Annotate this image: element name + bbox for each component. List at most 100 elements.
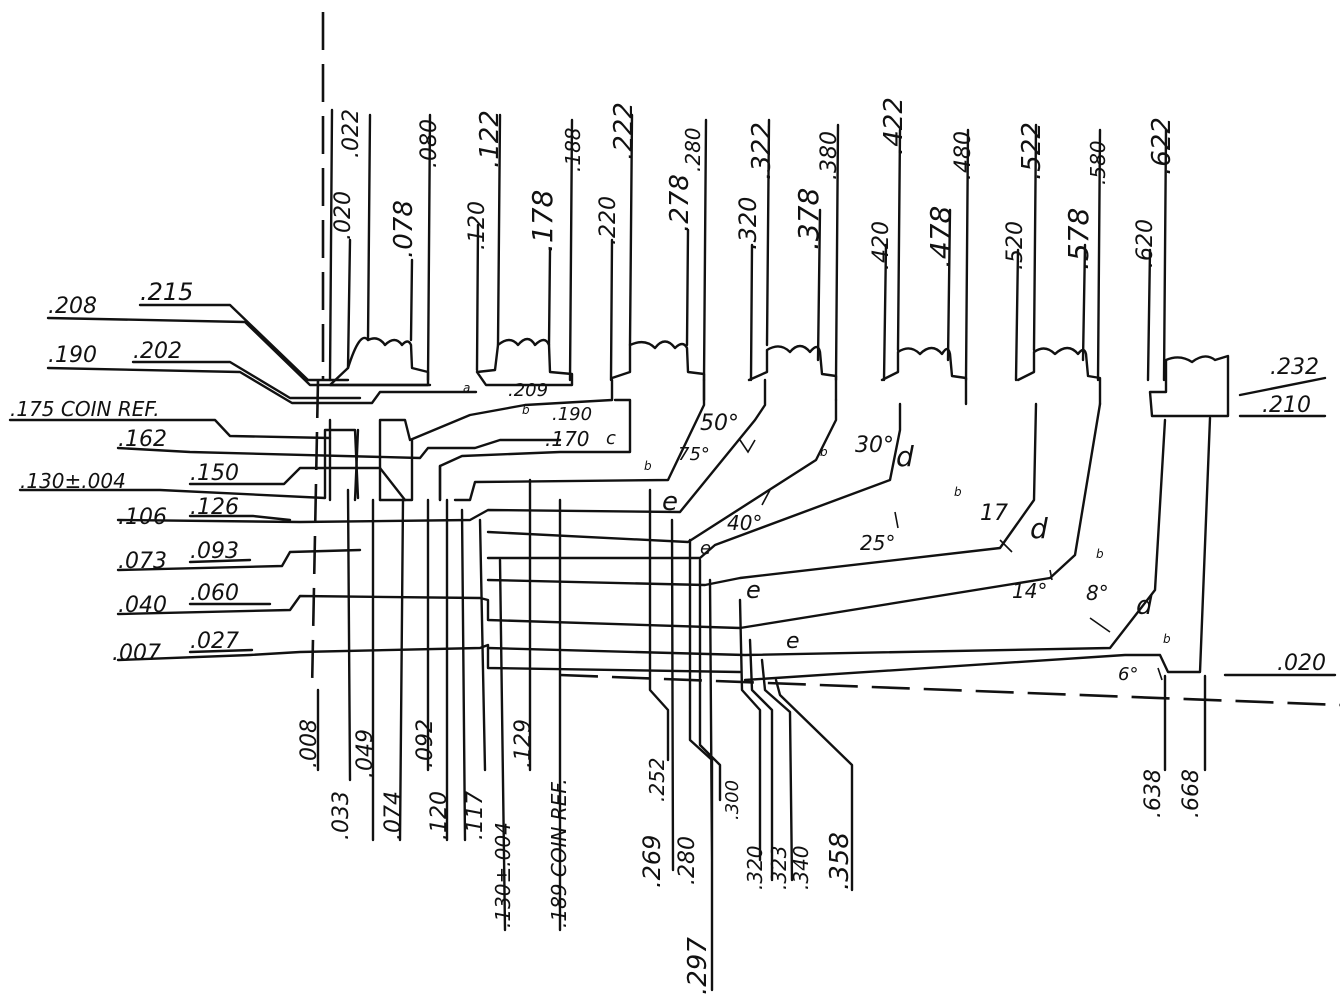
angle-label: 50°	[700, 411, 739, 436]
inner-label: .170	[545, 427, 590, 451]
vertical-centerline	[310, 12, 325, 691]
right-dim: .020	[1277, 651, 1326, 676]
inner-label: .209	[508, 380, 548, 401]
top-dim: .178	[526, 190, 559, 252]
top-dim: .522	[1017, 122, 1047, 180]
angle-label: 6°	[1118, 664, 1138, 685]
left-dim: .126	[190, 495, 239, 520]
bottom-dim: .129	[511, 719, 536, 768]
letter-mark: d	[1030, 512, 1048, 545]
right-dimension-labels: .232 .210 .020	[1262, 355, 1326, 676]
top-dim: .622	[1147, 117, 1177, 175]
letter-mark: e	[786, 629, 800, 654]
left-dim: .093	[190, 539, 239, 564]
bottom-dim: .130±.004	[491, 822, 515, 928]
top-dim: .220	[596, 196, 621, 245]
left-dim: .175 COIN REF.	[10, 397, 160, 421]
top-dim: .280	[681, 127, 705, 172]
top-dim: .078	[389, 200, 419, 258]
bottom-dim: .120	[427, 791, 452, 840]
letter-mark: e	[700, 538, 711, 559]
left-dimension-labels: .208 .190 .175 COIN REF. .162 .130±.004 …	[10, 278, 239, 666]
top-dim: .322	[747, 122, 777, 180]
bottom-dim: .189 COIN REF.	[547, 778, 571, 928]
left-dim: .130±.004	[20, 469, 126, 493]
left-dim: .162	[118, 427, 167, 452]
angle-label: 40°	[727, 511, 762, 535]
bottom-dim: .668	[1179, 769, 1204, 818]
letter-mark: d	[1136, 591, 1153, 621]
left-dim: .190	[48, 343, 97, 368]
bottom-dim: .033	[329, 791, 354, 840]
left-dim: .215	[140, 278, 193, 306]
angle-label: 8°	[1086, 581, 1109, 605]
left-dim: .027	[190, 629, 239, 654]
inner-label: .190	[552, 404, 592, 425]
lead-traces	[8, 303, 1337, 682]
angle-label: 17	[980, 501, 1008, 526]
top-dim: .278	[665, 174, 695, 232]
pad-tops	[328, 336, 1230, 418]
top-dim: .478	[924, 206, 957, 268]
letter-marks: a b c b e e b d b e d b e d b	[463, 381, 1171, 654]
left-dim: .208	[48, 294, 97, 319]
top-dim: .020	[331, 191, 356, 240]
top-dim: .080	[417, 119, 442, 168]
bottom-dim: .252	[645, 757, 669, 802]
bottom-dim: .638	[1141, 769, 1166, 818]
bottom-dim: .074	[381, 791, 406, 840]
bottom-leader-lines	[316, 478, 1207, 992]
inner-labels: .209 .190 .170	[508, 380, 592, 451]
top-dimension-labels: .022 .080 .122 .188 .222 .280 .322 .380 …	[331, 97, 1177, 270]
top-dim: .520	[1003, 221, 1028, 270]
bottom-dim: .358	[825, 832, 855, 890]
bottom-dim: .269	[638, 835, 666, 888]
top-dim: .188	[561, 127, 585, 172]
angle-label: 25°	[860, 531, 895, 555]
left-dim: .007	[112, 641, 161, 666]
right-dim: .210	[1262, 393, 1311, 418]
bottom-dim: .092	[413, 719, 438, 768]
letter-mark: b	[820, 445, 828, 459]
top-dim: .320	[734, 197, 762, 250]
angle-markers	[739, 439, 1163, 681]
angle-labels: 50° 75° 40° 30° 25° 17 14° 8° 6°	[678, 411, 1138, 685]
left-dim: .202	[133, 339, 182, 364]
angle-label: 75°	[678, 444, 710, 465]
top-dim: .222	[609, 102, 639, 160]
top-dim: .480	[951, 131, 976, 180]
top-dim: .578	[1062, 208, 1095, 270]
left-dim: .106	[118, 505, 167, 530]
letter-mark: d	[896, 440, 914, 473]
angle-label: 14°	[1012, 579, 1047, 603]
bottom-dim: .117	[463, 791, 488, 840]
left-dim: .040	[118, 593, 167, 618]
bottom-dim: .008	[297, 719, 322, 768]
top-dim: .380	[817, 131, 842, 180]
right-dim: .232	[1270, 355, 1319, 380]
letter-mark: b	[522, 403, 530, 417]
top-leader-lines	[328, 108, 1168, 382]
bottom-dim: .323	[767, 845, 791, 890]
bottom-dim: .340	[789, 845, 813, 890]
letter-mark: c	[606, 428, 616, 449]
top-dim: .120	[465, 201, 490, 250]
bottom-dimension-labels: .008 .049 .092 .129 .252 .300 .033 .074 …	[297, 719, 1204, 995]
top-dim: .420	[869, 221, 894, 270]
left-dim: .060	[190, 581, 239, 606]
bottom-dim: .297	[683, 937, 713, 995]
bottom-dim: .049	[353, 729, 378, 778]
angle-label: 30°	[855, 433, 894, 458]
top-dim: .620	[1133, 219, 1158, 268]
horizontal-centerline	[559, 673, 1340, 707]
letter-mark: b	[1163, 632, 1171, 646]
bottom-dim: .280	[675, 836, 700, 885]
left-dim: .150	[190, 461, 239, 486]
letter-mark: b	[1096, 547, 1104, 561]
letter-mark: e	[662, 487, 678, 517]
top-dim: .022	[339, 109, 364, 158]
top-dim: .378	[792, 188, 825, 250]
left-dim: .073	[118, 549, 167, 574]
letter-mark: b	[644, 459, 652, 473]
